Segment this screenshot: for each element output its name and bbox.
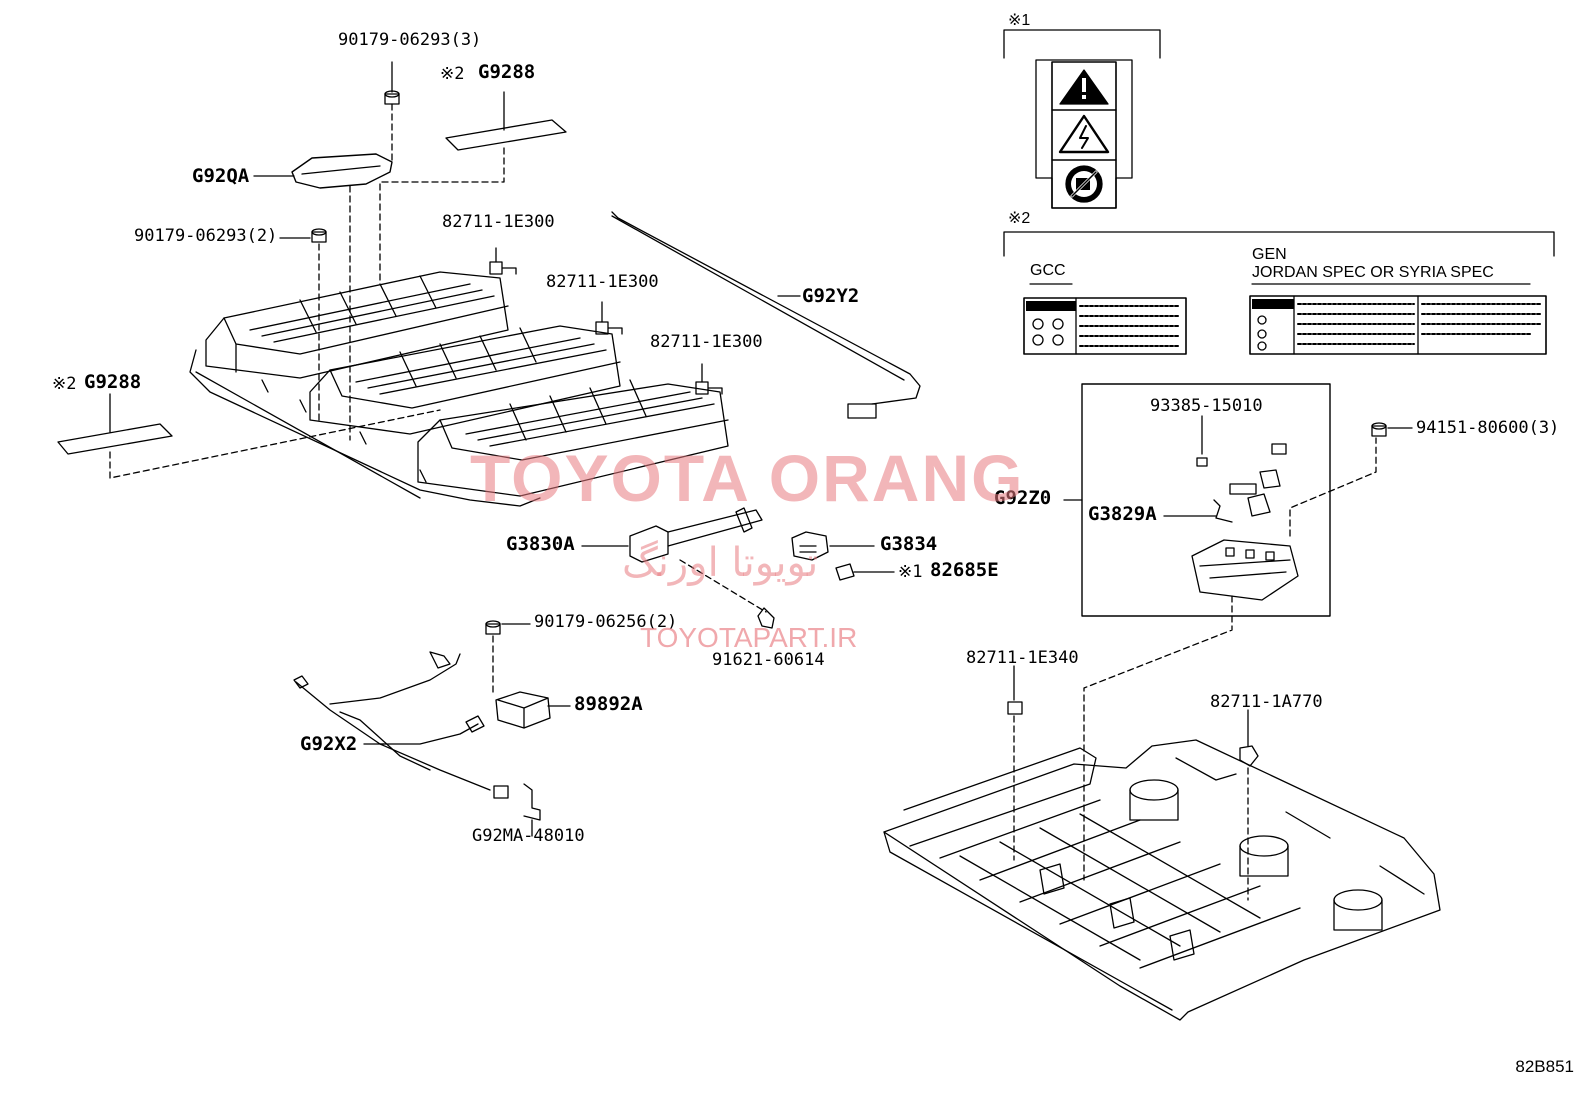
cable-g92y2-drawing xyxy=(611,211,921,419)
part-label-relay-g3829a[interactable]: G3829A xyxy=(1088,503,1157,525)
watermark-url: TOYOTAPART.IR xyxy=(640,622,858,653)
part-label-sticker-top-prefix: ※2 xyxy=(440,64,465,84)
note-2-marker: ※2 xyxy=(1008,210,1031,227)
part-label-nut-left[interactable]: 90179-06293(2) xyxy=(134,226,278,246)
gen-label-title: GEN xyxy=(1252,246,1287,263)
part-label-sensor-g3834[interactable]: G3834 xyxy=(880,533,938,555)
sticker-left-drawing xyxy=(57,393,441,479)
part-label-82685e-prefix: ※1 xyxy=(898,562,923,582)
part-label-module-89892a[interactable]: 89892A xyxy=(574,693,643,715)
part-label-clamp-2[interactable]: 82711-1E300 xyxy=(546,272,659,292)
sensor-g3834-drawing xyxy=(791,531,895,581)
part-label-cover-plate[interactable]: G92QA xyxy=(192,165,250,187)
junction-g3830a-drawing xyxy=(581,507,775,629)
sticker-top-drawing xyxy=(379,91,567,281)
junction-box-frame xyxy=(1081,383,1331,617)
part-label-cable-g92y2[interactable]: G92Y2 xyxy=(802,285,860,307)
cover-plate-drawing xyxy=(253,61,400,441)
part-label-screw-93385[interactable]: 93385-15010 xyxy=(1150,396,1263,416)
part-label-82685e[interactable]: 82685E xyxy=(930,559,999,581)
part-label-harness-g92x2[interactable]: G92X2 xyxy=(300,733,358,755)
battery-stack-drawing xyxy=(189,247,729,507)
module-89892a-drawing xyxy=(485,620,571,729)
part-label-nut-94151[interactable]: 94151-80600(3) xyxy=(1416,418,1560,438)
watermark-persian: تویوتا اورنگ xyxy=(622,540,819,586)
watermark-brand: TOYOTA ORANG xyxy=(470,441,1025,515)
lower-links-drawing xyxy=(1007,595,1259,901)
part-label-nut-90179-06256[interactable]: 90179-06256(2) xyxy=(534,612,678,632)
diagram-reference-code: 82B851 xyxy=(1515,1057,1574,1076)
part-label-bracket-g92ma[interactable]: G92MA-48010 xyxy=(472,826,585,846)
part-label-bolt-91621[interactable]: 91621-60614 xyxy=(712,650,825,670)
part-label-clamp-1e340[interactable]: 82711-1E340 xyxy=(966,648,1079,668)
warning-label-drawing xyxy=(1003,29,1161,209)
nut-left-drawing xyxy=(279,228,327,421)
gcc-label-title: GCC xyxy=(1030,262,1066,279)
part-label-sticker-left-prefix: ※2 xyxy=(52,374,77,394)
part-label-nut-top[interactable]: 90179-06293(3) xyxy=(338,30,482,50)
note-1-marker: ※1 xyxy=(1008,12,1031,29)
caution-labels-drawing xyxy=(1003,231,1555,355)
part-label-sticker-left[interactable]: G9288 xyxy=(84,371,142,393)
harness-g92x2-drawing xyxy=(293,651,541,837)
part-label-clamp-1a770[interactable]: 82711-1A770 xyxy=(1210,692,1323,712)
part-label-clamp-3[interactable]: 82711-1E300 xyxy=(650,332,763,352)
part-label-clamp-1[interactable]: 82711-1E300 xyxy=(442,212,555,232)
part-label-junction-g3830a[interactable]: G3830A xyxy=(506,533,575,555)
junction-box-internals-drawing xyxy=(1063,415,1413,601)
part-label-sticker-top[interactable]: G9288 xyxy=(478,61,536,83)
battery-tray-drawing xyxy=(883,739,1441,1021)
gen-label-subtitle: JORDAN SPEC OR SYRIA SPEC xyxy=(1252,264,1494,281)
part-label-box-g92z0[interactable]: G92Z0 xyxy=(994,487,1052,509)
